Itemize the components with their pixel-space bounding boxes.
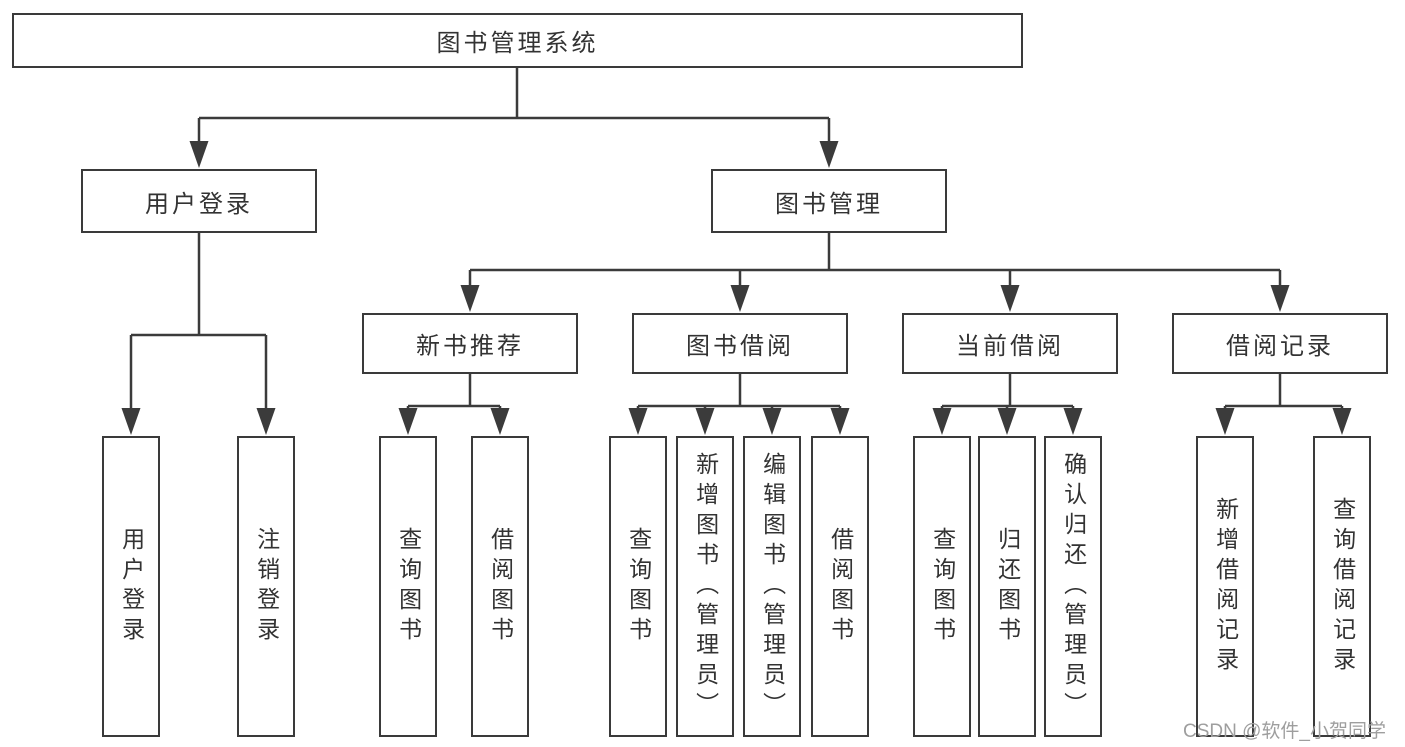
leaf-query-books-current-label: 查询图书 <box>929 526 956 647</box>
node-root-label: 图书管理系统 <box>436 30 599 57</box>
leaf-confirm-return-admin: 确认归还（管理员） <box>1044 436 1102 737</box>
leaf-query-books-recommend-label: 查询图书 <box>395 526 422 647</box>
leaf-user-login: 用户登录 <box>102 436 160 737</box>
watermark: CSDN @软件_小贺同学 <box>1183 721 1386 742</box>
edge-borrow-split <box>636 374 842 412</box>
leaf-borrow-books-recommend: 借阅图书 <box>471 436 529 737</box>
leaf-logout-login-label: 注销登录 <box>253 526 280 647</box>
leaf-edit-books-admin-label: 编辑图书（管理员） <box>759 451 786 722</box>
leaf-confirm-return-admin-label: 确认归还（管理员） <box>1060 451 1087 722</box>
edge-current-split <box>940 374 1075 412</box>
node-new-book-recommend-label: 新书推荐 <box>416 333 524 360</box>
leaf-borrow-books-borrow: 借阅图书 <box>811 436 869 737</box>
leaf-query-books-current: 查询图书 <box>913 436 971 737</box>
node-root: 图书管理系统 <box>12 13 1023 68</box>
leaf-borrow-books-recommend-label: 借阅图书 <box>487 526 514 647</box>
leaf-query-books-borrow-label: 查询图书 <box>625 526 652 647</box>
leaf-return-books: 归还图书 <box>978 436 1036 737</box>
leaf-query-books-borrow: 查询图书 <box>609 436 667 737</box>
leaf-query-books-recommend: 查询图书 <box>379 436 437 737</box>
edge-root-to-branches <box>197 68 831 144</box>
edge-recommend-split <box>406 374 502 412</box>
edge-book-mgmt-split <box>468 233 1282 288</box>
leaf-edit-books-admin: 编辑图书（管理员） <box>743 436 801 737</box>
node-user-login-branch-label: 用户登录 <box>145 190 253 218</box>
edge-user-login-split <box>129 233 268 412</box>
leaf-logout-login: 注销登录 <box>237 436 295 737</box>
node-user-login-branch: 用户登录 <box>81 169 317 233</box>
leaf-add-borrow-record-label: 新增借阅记录 <box>1212 496 1239 677</box>
leaf-add-books-admin-label: 新增图书（管理员） <box>692 451 719 722</box>
leaf-return-books-label: 归还图书 <box>994 526 1021 647</box>
leaf-query-borrow-record-label: 查询借阅记录 <box>1329 496 1356 677</box>
node-borrow-records: 借阅记录 <box>1172 313 1388 374</box>
node-book-management: 图书管理 <box>711 169 947 233</box>
node-current-borrow: 当前借阅 <box>902 313 1118 374</box>
node-book-management-label: 图书管理 <box>775 190 883 218</box>
node-book-borrow-label: 图书借阅 <box>686 333 794 360</box>
node-borrow-records-label: 借阅记录 <box>1226 333 1334 360</box>
leaf-add-books-admin: 新增图书（管理员） <box>676 436 734 737</box>
arrowheads <box>121 141 1352 435</box>
node-book-borrow: 图书借阅 <box>632 313 848 374</box>
edge-records-split <box>1223 374 1344 412</box>
leaf-add-borrow-record: 新增借阅记录 <box>1196 436 1254 737</box>
node-current-borrow-label: 当前借阅 <box>956 333 1064 360</box>
leaf-user-login-label: 用户登录 <box>118 526 145 647</box>
leaf-query-borrow-record: 查询借阅记录 <box>1313 436 1371 737</box>
node-new-book-recommend: 新书推荐 <box>362 313 578 374</box>
leaf-borrow-books-borrow-label: 借阅图书 <box>827 526 854 647</box>
